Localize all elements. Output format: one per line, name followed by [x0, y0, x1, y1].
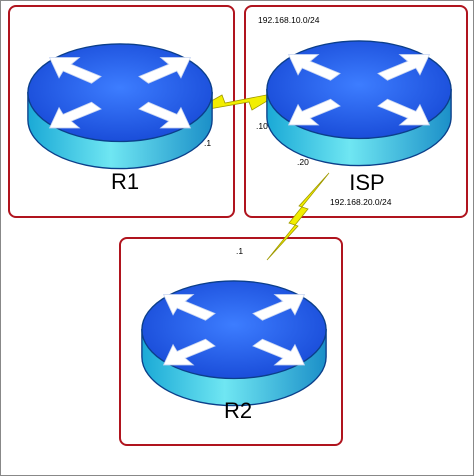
r2-label: R2	[224, 398, 252, 423]
r1-label: R1	[111, 169, 139, 194]
network-isp-r2-label: 192.168.20.0/24	[330, 197, 392, 207]
network-r1-isp-label: 192.168.10.0/24	[258, 15, 320, 25]
r1-interface-label: .1	[204, 138, 211, 148]
isp-router-icon[interactable]	[266, 40, 452, 167]
serial-link-isp-r2	[266, 172, 330, 261]
r1-box	[8, 5, 235, 218]
r2-box	[119, 237, 343, 446]
isp-interface-r2-label: .20	[297, 157, 309, 167]
isp-interface-r1-label: .10	[256, 121, 268, 131]
r1-router-icon[interactable]	[27, 43, 213, 170]
r2-router-icon[interactable]	[141, 280, 327, 407]
isp-box	[244, 5, 468, 218]
r2-interface-label: .1	[236, 246, 243, 256]
isp-label: ISP	[349, 170, 384, 195]
